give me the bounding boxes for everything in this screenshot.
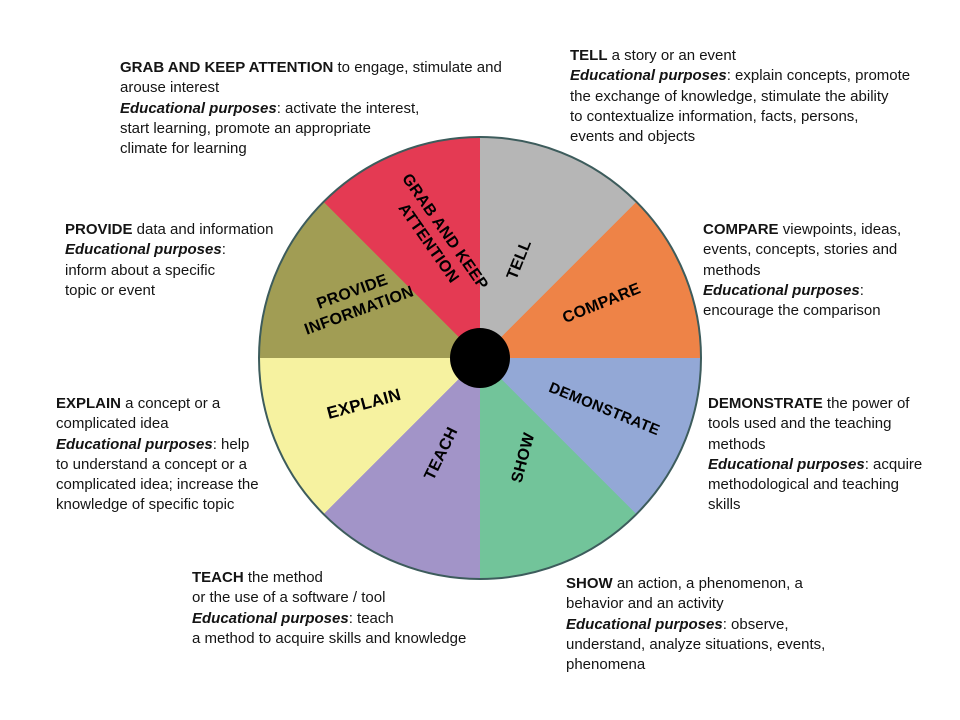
slice-label-compare: COMPARE <box>560 280 644 327</box>
note-keyword: DEMONSTRATE <box>708 395 823 412</box>
note-keyword: COMPARE <box>703 221 779 238</box>
note-keyword: PROVIDE <box>65 221 133 238</box>
slice-label-explain: EXPLAIN <box>324 384 404 423</box>
note-keyword: TEACH <box>192 569 244 586</box>
note-ep-label: Educational purposes <box>703 281 860 299</box>
slice-label-provide-information: PROVIDE INFORMATION <box>302 271 417 339</box>
note-ep-text: : observe, understand, analyze situation… <box>566 615 826 674</box>
note-desc: the power of tools used and the teaching… <box>708 395 910 453</box>
slice-label-teach: TEACH <box>421 424 462 483</box>
note-show: SHOW an action, a phenomenon, a behavior… <box>566 574 881 675</box>
note-desc: a story or an event <box>607 47 736 64</box>
note-ep-label: Educational purposes <box>65 241 222 259</box>
note-desc: an action, a phenomenon, a behavior and … <box>566 575 803 613</box>
note-ep-text: : explain concepts, promote the exchange… <box>570 67 911 145</box>
note-ep-text: : encourage the comparison <box>703 281 881 319</box>
note-grab-attention: GRAB AND KEEP ATTENTION to engage, stimu… <box>120 58 512 159</box>
wheel-center <box>450 328 510 388</box>
note-ep-text: : teach a method to acquire skills and k… <box>192 609 467 647</box>
note-ep-text: : help to understand a concept or a comp… <box>56 435 259 514</box>
note-keyword: TELL <box>570 47 608 64</box>
note-ep-text: : activate the interest, start learning,… <box>120 99 420 158</box>
note-desc: the method or the use of a software / to… <box>192 569 386 607</box>
slice-label-demonstrate: DEMONSTRATE <box>546 379 663 440</box>
note-keyword: EXPLAIN <box>56 395 122 412</box>
note-desc: data and information <box>132 221 274 238</box>
slice-label-tell: TELL <box>503 237 536 283</box>
note-keyword: SHOW <box>566 575 613 592</box>
note-compare: COMPARE viewpoints, ideas, events, conce… <box>703 220 948 321</box>
note-ep-text: : inform about a specific topic or event <box>65 241 226 299</box>
wheel: TELL COMPARE DEMONSTRATE SHOW TEACH EXPL… <box>258 136 702 580</box>
note-ep-label: Educational purposes <box>120 99 277 117</box>
note-ep-label: Educational purposes <box>566 615 723 633</box>
note-desc: viewpoints, ideas, events, concepts, sto… <box>703 221 902 279</box>
note-keyword: GRAB AND KEEP ATTENTION <box>120 59 334 76</box>
note-ep-label: Educational purposes <box>192 609 349 627</box>
note-demonstrate: DEMONSTRATE the power of tools used and … <box>708 394 948 516</box>
slice-label-show: SHOW <box>508 431 539 485</box>
note-ep-text: : acquire methodological and teaching sk… <box>708 455 923 514</box>
note-desc: a concept or a complicated idea <box>56 395 221 433</box>
note-ep-label: Educational purposes <box>570 67 727 85</box>
note-desc: to engage, stimulate and arouse interest <box>120 59 502 97</box>
note-ep-label: Educational purposes <box>708 455 865 473</box>
note-ep-label: Educational purposes <box>56 435 213 453</box>
note-teach: TEACH the method or the use of a softwar… <box>192 568 517 649</box>
